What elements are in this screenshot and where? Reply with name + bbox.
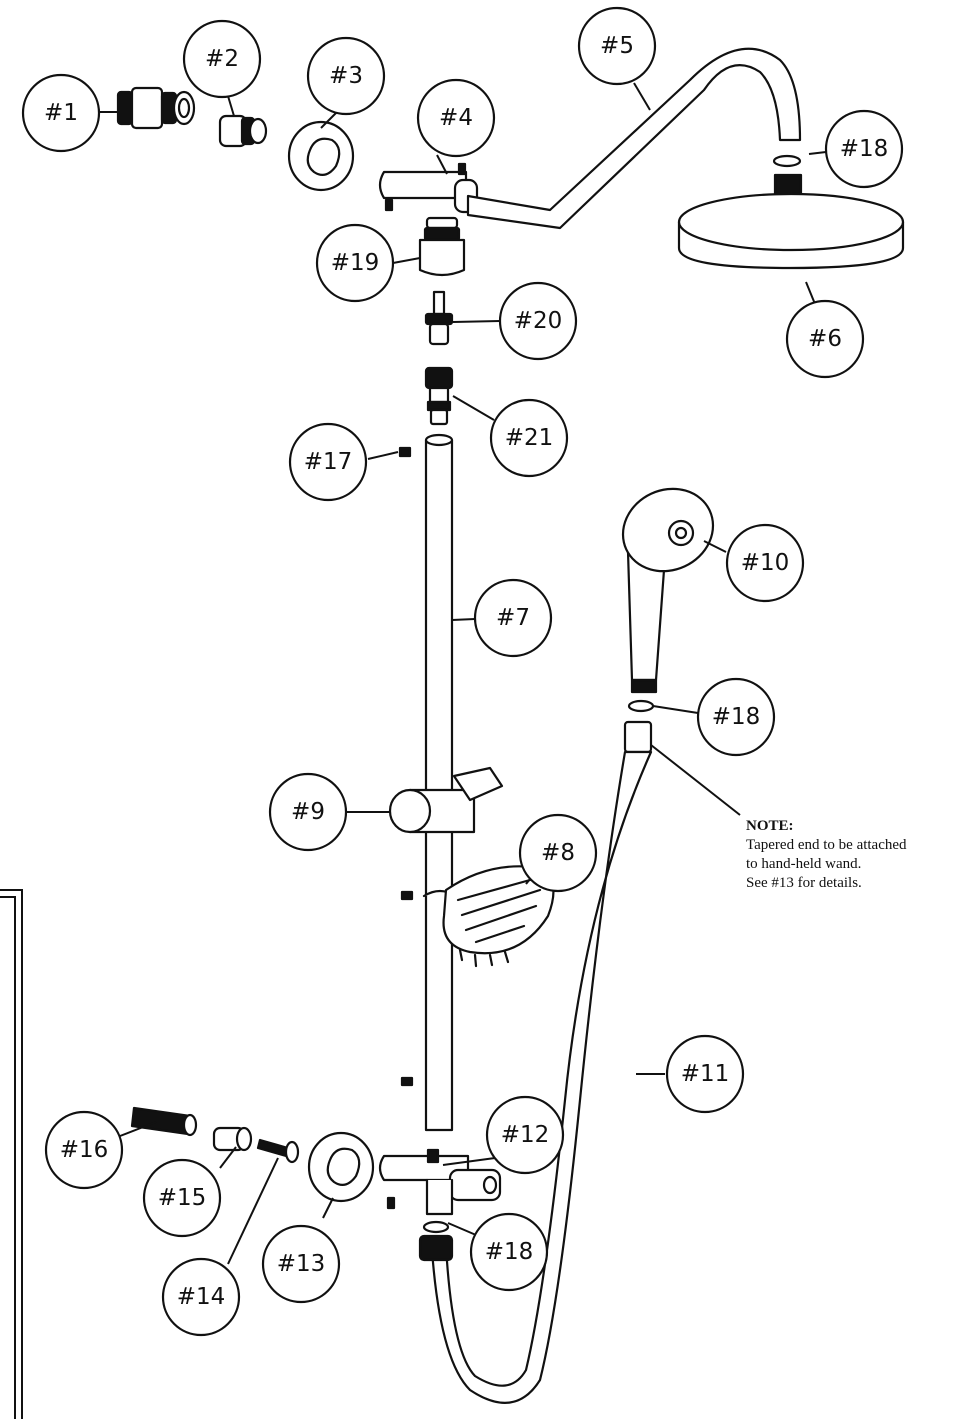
callout-4: #4	[416, 78, 496, 158]
part-21-diverter	[424, 366, 454, 426]
callout-21: #21	[489, 398, 569, 478]
part-20-cartridge	[424, 290, 454, 346]
callout-10: #10	[725, 523, 805, 603]
svg-text:#13: #13	[277, 1251, 326, 1277]
svg-text:#6: #6	[808, 326, 842, 352]
svg-text:#8: #8	[541, 840, 575, 866]
callout-19: #19	[315, 223, 395, 303]
svg-text:#4: #4	[439, 105, 473, 131]
svg-text:#9: #9	[291, 799, 325, 825]
callout-18-top: #18	[824, 109, 904, 189]
part-18-washer-top	[772, 154, 802, 168]
part-17-set-screw	[398, 446, 412, 458]
part-18-washer-mid	[627, 699, 655, 713]
note-block: NOTE: Tapered end to be attached to hand…	[746, 818, 907, 891]
part-19-coupling	[418, 216, 466, 277]
svg-text:#12: #12	[501, 1122, 550, 1148]
callout-20: #20	[498, 281, 578, 361]
note-line-3: See #13 for details.	[746, 875, 862, 891]
svg-text:#14: #14	[177, 1284, 226, 1310]
callout-17: #17	[288, 422, 368, 502]
part-14-screw	[256, 1138, 300, 1164]
svg-text:#5: #5	[600, 33, 634, 59]
callout-14: #14	[161, 1257, 241, 1337]
svg-text:#19: #19	[331, 250, 380, 276]
note-line-1: Tapered end to be attached	[746, 837, 907, 853]
svg-text:#16: #16	[60, 1137, 109, 1163]
svg-text:#20: #20	[514, 308, 563, 334]
callout-1: #1	[21, 73, 101, 153]
callout-8: #8	[518, 813, 598, 893]
svg-text:#15: #15	[158, 1185, 207, 1211]
svg-text:#21: #21	[505, 425, 554, 451]
svg-text:#18: #18	[485, 1239, 534, 1265]
callout-12: #12	[485, 1095, 565, 1175]
svg-text:#2: #2	[205, 46, 239, 72]
hose-nut-bottom	[418, 1234, 454, 1262]
svg-text:#18: #18	[840, 136, 889, 162]
callout-13: #13	[261, 1224, 341, 1304]
svg-text:#7: #7	[496, 605, 530, 631]
part-5-shower-arm	[466, 47, 802, 230]
svg-text:#3: #3	[329, 63, 363, 89]
part-7-slide-bar	[424, 433, 454, 1132]
part-16-anchor	[130, 1106, 198, 1137]
svg-text:#10: #10	[741, 550, 790, 576]
note-line-2: to hand-held wand.	[746, 856, 861, 872]
part-10-hand-shower	[621, 487, 715, 694]
svg-text:#11: #11	[681, 1061, 730, 1087]
part-15-spacer	[212, 1126, 253, 1152]
leader-lines	[98, 82, 827, 1265]
part-2-adapter	[218, 114, 268, 148]
callout-6: #6	[785, 299, 865, 379]
part-3-escutcheon	[287, 120, 355, 192]
svg-text:#18: #18	[712, 704, 761, 730]
callout-11: #11	[665, 1034, 745, 1114]
callout-7: #7	[473, 578, 553, 658]
callout-3: #3	[306, 36, 386, 116]
part-9-slider	[388, 766, 504, 834]
callout-18-bottom: #18	[469, 1212, 549, 1292]
part-12-outlet-elbow	[378, 1148, 502, 1216]
part-4-arm-mount	[378, 162, 479, 214]
callout-16: #16	[44, 1110, 124, 1190]
callout-5: #5	[577, 6, 657, 86]
page-frame	[0, 889, 23, 1419]
part-18-washer-bottom	[422, 1220, 450, 1234]
callout-18-mid: #18	[696, 677, 776, 757]
note-heading: NOTE:	[746, 818, 794, 834]
callout-9: #9	[268, 772, 348, 852]
part-1-connector	[116, 86, 196, 130]
callout-15: #15	[142, 1158, 222, 1238]
part-6-shower-head	[677, 173, 905, 270]
callout-2: #2	[182, 19, 262, 99]
svg-text:#1: #1	[44, 100, 78, 126]
svg-text:#17: #17	[304, 449, 353, 475]
part-8-soap-dish	[400, 865, 555, 1087]
part-13-escutcheon	[307, 1131, 375, 1203]
